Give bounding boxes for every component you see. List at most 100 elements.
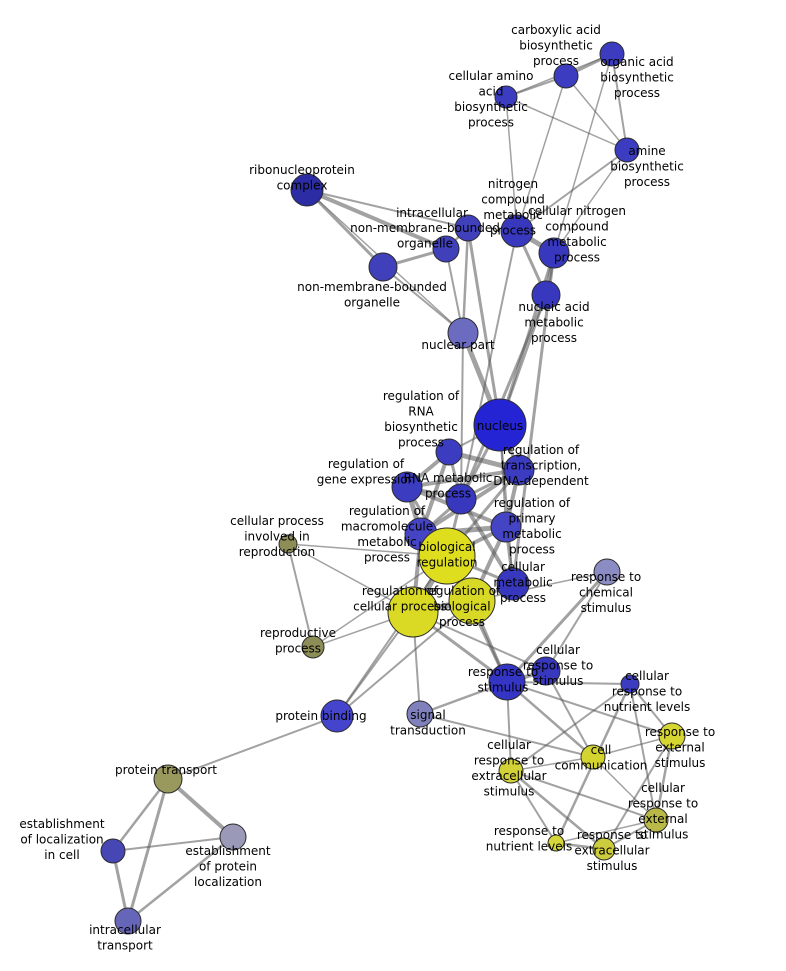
node-estabprot[interactable]: [219, 823, 247, 851]
edge-ribo-intracell: [306, 189, 469, 229]
node-nucleus[interactable]: [473, 398, 527, 452]
edge-estabprot-intratrans: [126, 835, 235, 923]
node-respstim[interactable]: [488, 663, 526, 701]
edge-nucleic-rnamet: [459, 293, 548, 501]
edge-respchem-cellrespstim: [545, 571, 608, 672]
node-cellrespexternal[interactable]: [643, 807, 669, 833]
edge-respstim-cellcomm: [505, 680, 595, 759]
node-protbind[interactable]: [320, 699, 354, 733]
node-bioreg[interactable]: [418, 527, 476, 585]
edge-carbox-nitro: [516, 75, 567, 232]
node-cellmet[interactable]: [496, 567, 530, 601]
node-sigtrans[interactable]: [406, 700, 434, 728]
node-ribo[interactable]: [290, 173, 324, 207]
node-nonmemb2[interactable]: [368, 252, 398, 282]
edge-regtrans-reggene: [405, 468, 521, 489]
edge-respstim-cellrespnutr: [506, 681, 631, 685]
node-respextra[interactable]: [592, 837, 616, 861]
node-prottrans[interactable]: [153, 764, 183, 794]
node-establoc[interactable]: [100, 838, 126, 864]
edge-prottrans-estabprot: [166, 777, 235, 839]
node-nitro[interactable]: [500, 214, 534, 248]
node-regrna[interactable]: [435, 438, 463, 466]
edge-cellrespextra-cellrespexternal: [510, 770, 657, 821]
node-repro[interactable]: [301, 635, 325, 659]
node-regcell[interactable]: [387, 586, 439, 638]
node-regbio[interactable]: [448, 577, 496, 625]
node-nucpart[interactable]: [447, 317, 479, 349]
node-label-nucleus: nucleus: [477, 419, 523, 433]
node-intratrans[interactable]: [114, 907, 142, 935]
node-label-intracell: intracellular: [396, 206, 468, 220]
edge-respext-respextra: [603, 735, 673, 850]
node-regprim[interactable]: [490, 511, 522, 543]
node-label-nucpart: nuclear part: [421, 338, 495, 352]
node-cellcomm[interactable]: [580, 744, 606, 770]
node-amino[interactable]: [494, 85, 518, 109]
node-cellrespnutr[interactable]: [620, 674, 640, 694]
node-respchem[interactable]: [593, 558, 621, 586]
edge-cellrespextra-respnutr: [510, 770, 557, 844]
edge-cellcomm-cellrespexternal: [592, 756, 657, 821]
node-cellrepro[interactable]: [278, 534, 298, 554]
edge-rnamet-cellmet: [459, 497, 515, 586]
edge-ribo-nonmemb2: [305, 188, 385, 269]
edge-amino-amine: [505, 96, 628, 151]
edge-cellrespstim-cellcomm: [545, 670, 594, 758]
node-rnamet[interactable]: [445, 483, 477, 515]
node-organic[interactable]: [599, 41, 625, 67]
node-respnutr[interactable]: [547, 834, 565, 852]
edge-nucpart-rnamet: [460, 332, 464, 500]
node-carbox[interactable]: [553, 63, 579, 89]
node-cellnitro[interactable]: [538, 237, 570, 269]
node-amine[interactable]: [614, 137, 640, 163]
edge-protbind-bioreg: [336, 555, 448, 717]
edge-respext-cellrespexternal: [654, 734, 674, 822]
node-cellrespextra[interactable]: [498, 758, 524, 784]
edge-nonmemb2-nucpart: [382, 266, 464, 334]
node-reggene[interactable]: [391, 471, 423, 503]
node-nonmemb1[interactable]: [432, 235, 460, 263]
node-nucleic[interactable]: [531, 280, 561, 310]
node-cellrespstim[interactable]: [531, 656, 561, 686]
edge-estabprot-establoc: [112, 836, 234, 852]
edge-prottrans-intratrans: [126, 777, 170, 923]
node-respext[interactable]: [658, 722, 686, 750]
node-regtrans[interactable]: [503, 454, 535, 486]
node-intracell[interactable]: [454, 214, 482, 242]
edge-respstim-respext: [506, 681, 673, 737]
edge-cellrepro-repro: [287, 543, 314, 648]
edge-ribo-nonmemb1: [305, 188, 448, 251]
node-label-prottrans: protein transport: [115, 763, 217, 777]
edge-amino-nitro: [505, 96, 518, 232]
edge-intracell-nucpart: [461, 226, 470, 335]
edge-organic-cellnitro: [553, 53, 613, 254]
edge-prottrans-establoc: [111, 777, 170, 853]
